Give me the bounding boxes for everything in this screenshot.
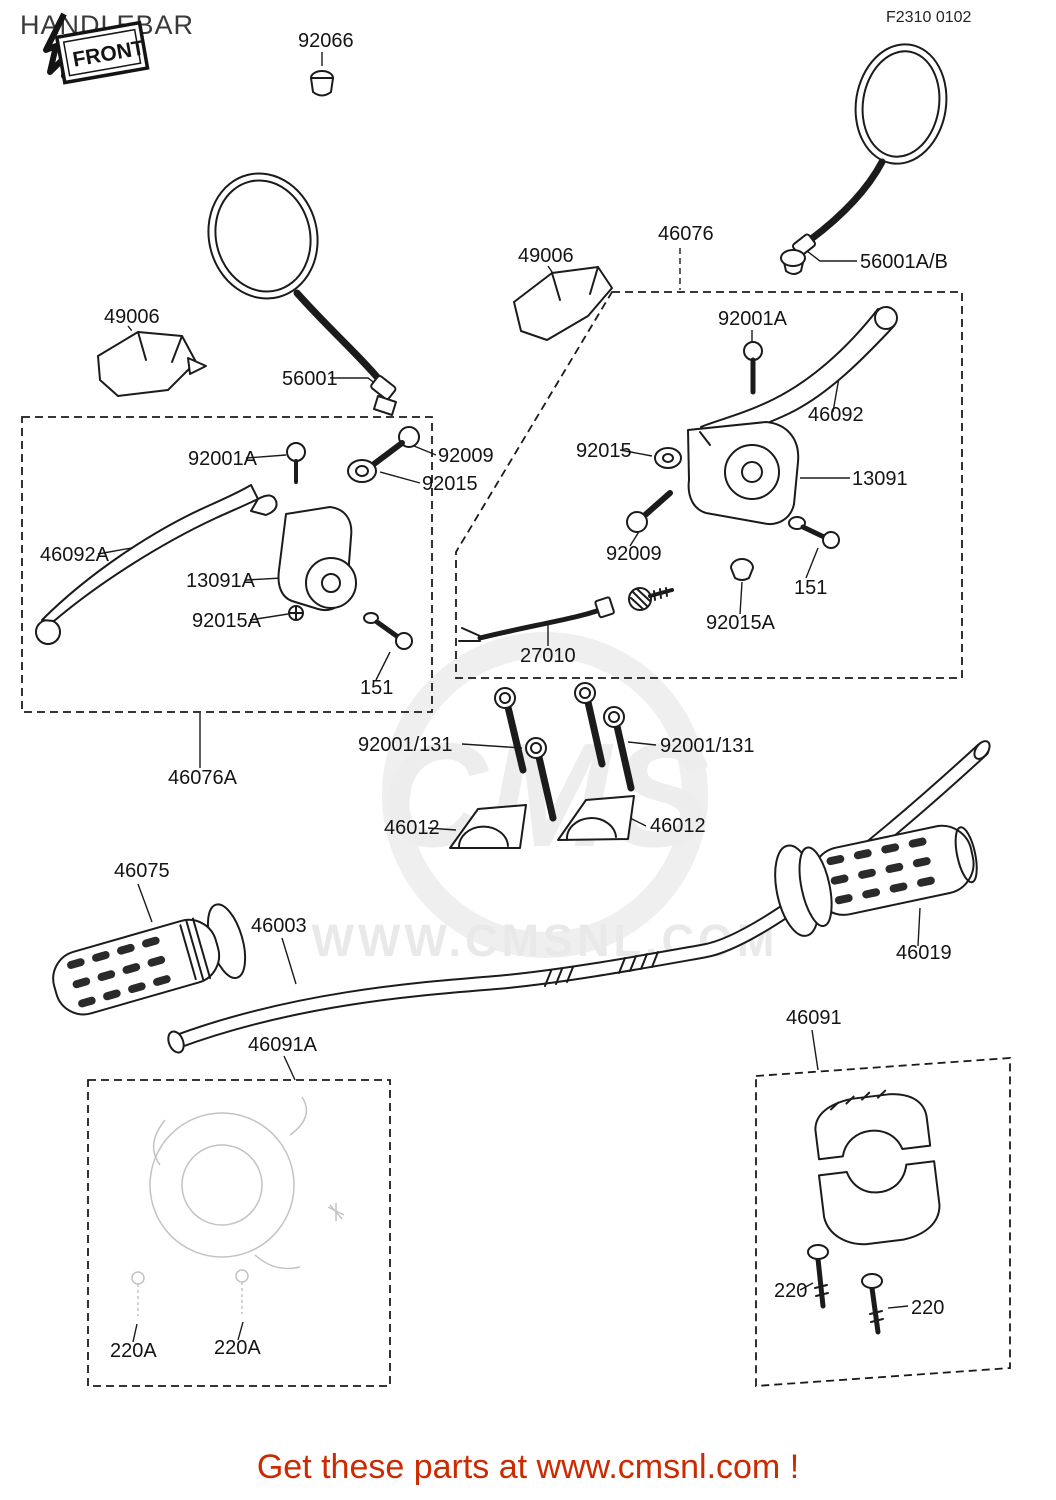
part-label-46012-left: 46012 [384,817,440,839]
watermark: CMS WWW.CMSNL.COM [312,632,779,966]
bar-clamps [449,795,635,849]
part-label-46076a: 46076A [168,767,238,789]
clutch-lever-ball-end [35,619,61,645]
assembly-box-left [21,416,433,713]
lever-cover-left [97,331,207,397]
part-label-151-left: 151 [360,677,393,699]
part-label-56001ab: 56001A/B [860,251,948,273]
mirror-left [207,172,397,416]
part-label-27010: 27010 [520,645,576,667]
holder-lower-half [817,1160,941,1246]
part-label-46076: 46076 [658,223,714,245]
part-label-46075: 46075 [114,860,170,882]
part-label-46091: 46091 [786,1007,842,1029]
washer-151-left [363,612,379,624]
grip-left-texture [67,936,171,1008]
holder-upper-half [814,1093,932,1161]
part-label-151-right: 151 [794,577,827,599]
part-label-92066: 92066 [298,30,354,52]
part-label-46092: 46092 [808,404,864,426]
switch-sketch [131,1096,345,1316]
clutch-lever-assembly [35,426,420,650]
front-stamp-inner-box [62,28,142,77]
grip-right-open-end [954,826,978,884]
bar-knurl-marks [544,951,659,987]
part-label-92009-left: 92009 [438,445,494,467]
front-stamp: FRONT [43,12,150,85]
part-label-92001-131-left: 92001/131 [358,734,453,756]
brake-lever-assembly [626,306,898,581]
watermark-swirl-icon [382,632,708,958]
handlebar-mount-bolts [494,682,635,822]
holder-box [755,1057,1011,1387]
part-label-220-left: 220 [774,1280,807,1302]
leader-lines [97,52,921,1343]
bar-end-left [167,1030,185,1054]
washer-92015-left [347,459,377,483]
part-label-49006-left: 49006 [104,306,160,328]
part-label-46092a: 46092A [40,544,110,566]
part-label-46003: 46003 [251,915,307,937]
part-label-220-right: 220 [911,1297,944,1319]
part-label-46091a: 46091A [248,1034,318,1056]
washer-92015-right [654,447,682,469]
mirror-right [780,43,948,275]
screw-220-left [807,1244,829,1260]
mirror-left-stem [293,289,386,387]
pivot-bolt-92001a-left [286,442,306,462]
pivot-bolt-92001a-right [743,341,763,361]
lever-cover-center [513,266,613,341]
doc-code: F2310 0102 [886,9,972,26]
part-label-92001-131-right: 92001/131 [660,735,755,757]
nut-92015a-right [730,558,754,581]
screw-220-right [861,1273,883,1289]
grip-right-flange-inner [798,846,833,927]
part-label-92009-right: 92009 [606,543,662,565]
part-label-92001a-left: 92001A [188,448,258,470]
watermark-url: WWW.CMSNL.COM [312,915,779,966]
grip-right [774,824,978,937]
assembly-box-right [455,291,963,679]
part-label-220a-left: 220A [110,1340,157,1362]
brake-lever-ball-end [874,306,898,330]
part-label-56001: 56001 [282,368,338,390]
bolt-92009-right [641,490,673,519]
mirror-left-nut [373,395,397,416]
clutch-lever-blade [41,484,259,622]
cable-holder [814,1089,941,1246]
switch-box [87,1079,391,1387]
front-stamp-box [54,20,150,85]
part-label-13091a: 13091A [186,570,256,592]
part-label-13091: 13091 [852,468,908,490]
holder-screws [807,1244,884,1335]
part-label-92001a-right: 92001A [718,308,788,330]
part-label-92015-left: 92015 [422,473,478,495]
part-label-46012-right: 46012 [650,815,706,837]
part-label-46019: 46019 [896,942,952,964]
grip-left [52,903,247,1016]
part-label-49006-center: 49006 [518,245,574,267]
plug-92066 [310,70,334,97]
mirror-right-stem [806,158,886,244]
grip-right-texture [826,837,935,905]
part-label-92015a-left: 92015A [192,610,262,632]
bolt-151-right [822,531,840,549]
throttle-cable [458,587,674,642]
part-label-220a-right: 220A [214,1337,261,1359]
part-label-92015a-right: 92015A [706,612,776,634]
bar-end-right [973,740,991,760]
bolt-151-left [395,632,413,650]
footer-link[interactable]: Get these parts at www.cmsnl.com ! [256,1448,800,1486]
part-label-92015-right: 92015 [576,440,632,462]
